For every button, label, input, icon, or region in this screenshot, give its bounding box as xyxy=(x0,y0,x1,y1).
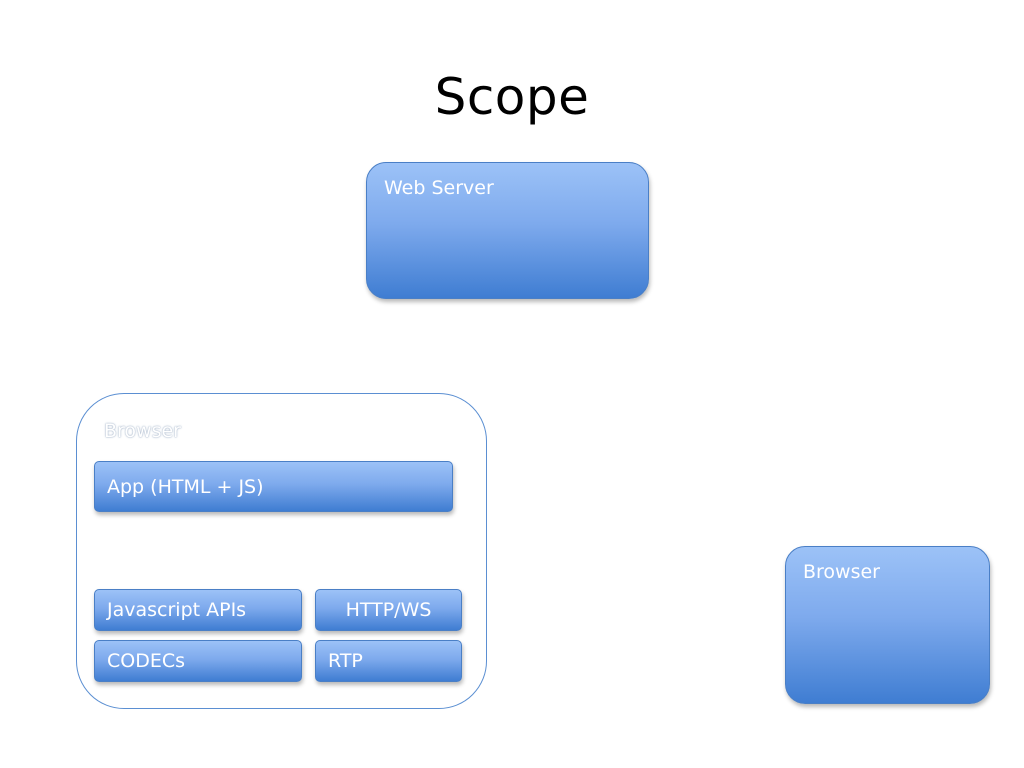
codecs-label: CODECs xyxy=(107,650,186,672)
rtp-box: RTP xyxy=(315,640,462,682)
app-label: App (HTML + JS) xyxy=(107,475,264,498)
browser-container-label: Browser xyxy=(104,420,181,442)
remote-browser-label: Browser xyxy=(803,561,880,583)
web-server-label: Web Server xyxy=(384,177,494,199)
rtp-label: RTP xyxy=(328,650,363,672)
codecs-box: CODECs xyxy=(94,640,302,682)
javascript-apis-label: Javascript APIs xyxy=(107,599,247,621)
javascript-apis-box: Javascript APIs xyxy=(94,589,302,631)
http-ws-label: HTTP/WS xyxy=(345,599,432,621)
http-ws-box: HTTP/WS xyxy=(315,589,462,631)
remote-browser-box: Browser xyxy=(785,546,990,704)
slide-title: Scope xyxy=(434,68,590,126)
web-server-box: Web Server xyxy=(366,162,649,299)
app-box: App (HTML + JS) xyxy=(94,461,453,512)
